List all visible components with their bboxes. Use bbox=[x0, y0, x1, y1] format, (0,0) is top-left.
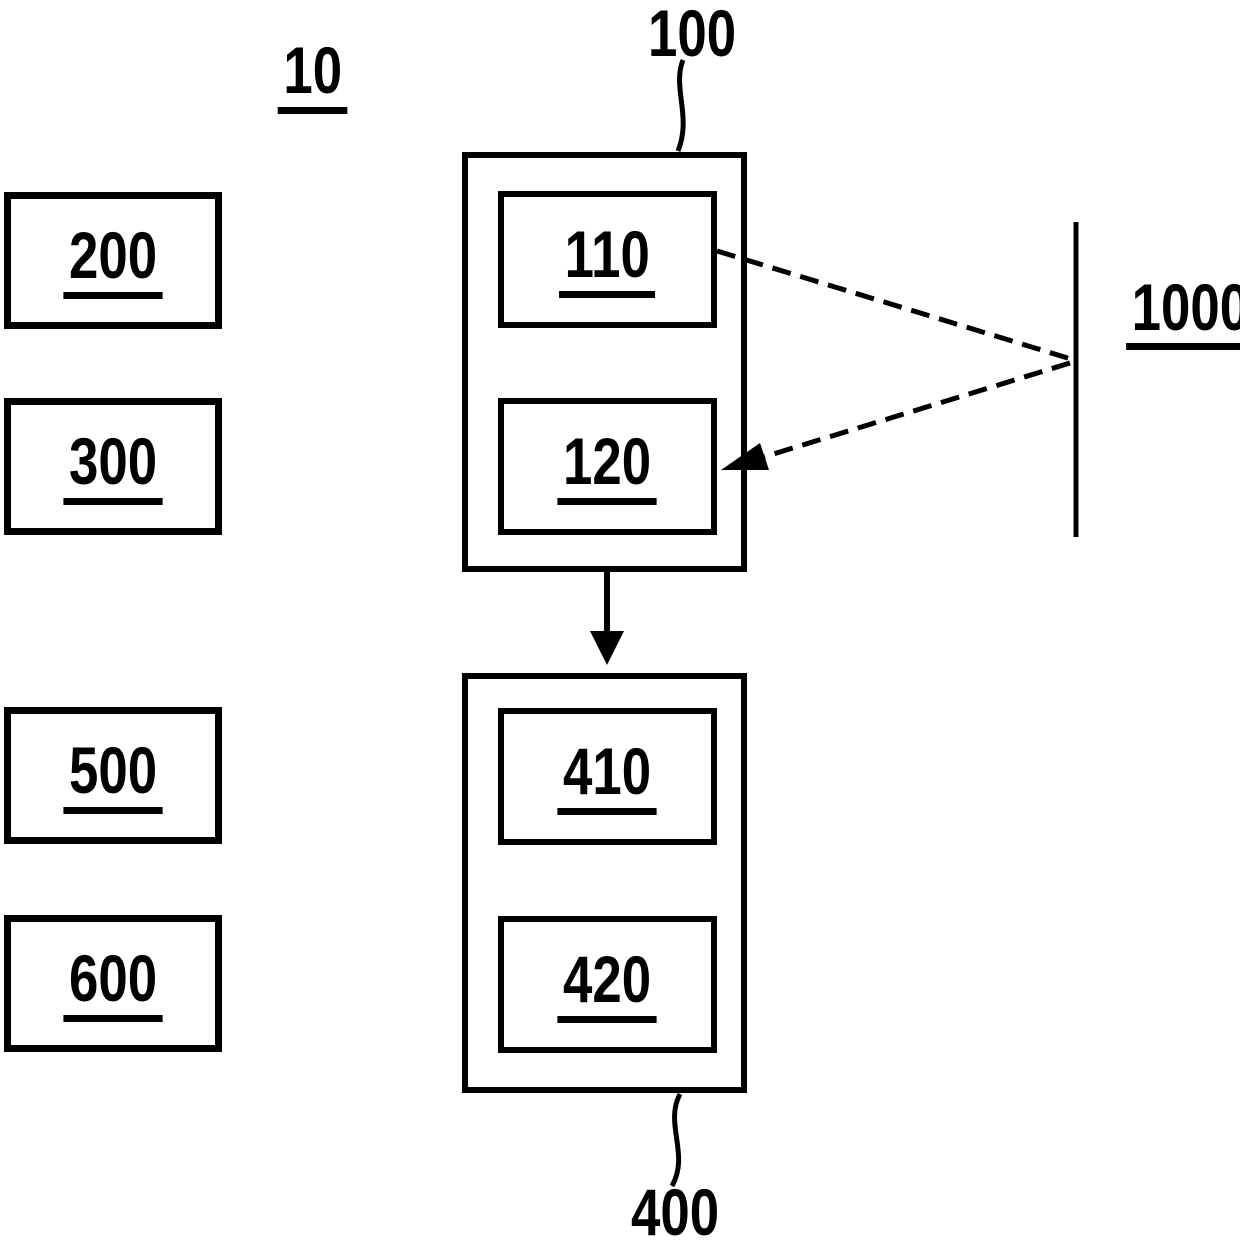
module-420-label: 420 bbox=[557, 946, 658, 1023]
lead-line-400 bbox=[669, 1092, 683, 1188]
dashed-line-1000-to-120 bbox=[756, 360, 1071, 462]
module-110-label: 110 bbox=[559, 221, 656, 298]
dashed-line-110-to-1000 bbox=[716, 248, 1072, 362]
label-400-number: 400 bbox=[631, 1175, 720, 1241]
label-1000: 1000 bbox=[1110, 274, 1240, 350]
figure-reference-label: 10 bbox=[258, 37, 368, 114]
arrowhead-100-to-400 bbox=[590, 631, 624, 665]
box-300: 300 bbox=[4, 398, 222, 535]
module-box-110: 110 bbox=[498, 191, 717, 328]
label-400: 400 bbox=[620, 1179, 720, 1241]
label-1000-number: 1000 bbox=[1126, 274, 1240, 350]
module-120-label: 120 bbox=[557, 428, 658, 505]
box-500-label: 500 bbox=[63, 737, 163, 814]
box-200: 200 bbox=[4, 192, 222, 329]
module-box-120: 120 bbox=[498, 398, 717, 535]
box-300-label: 300 bbox=[63, 428, 163, 505]
label-100-number: 100 bbox=[648, 0, 737, 70]
label-100: 100 bbox=[637, 0, 737, 66]
module-box-420: 420 bbox=[498, 916, 717, 1053]
lead-line-100 bbox=[675, 59, 686, 152]
box-200-label: 200 bbox=[63, 222, 163, 299]
box-500: 500 bbox=[4, 707, 222, 844]
figure-reference-number: 10 bbox=[278, 37, 348, 114]
group-box-400: 410 420 bbox=[462, 673, 747, 1093]
module-410-label: 410 bbox=[557, 738, 658, 815]
box-600: 600 bbox=[4, 915, 222, 1052]
group-box-100: 110 120 bbox=[462, 152, 747, 572]
module-box-410: 410 bbox=[498, 708, 717, 845]
box-600-label: 600 bbox=[63, 945, 163, 1022]
